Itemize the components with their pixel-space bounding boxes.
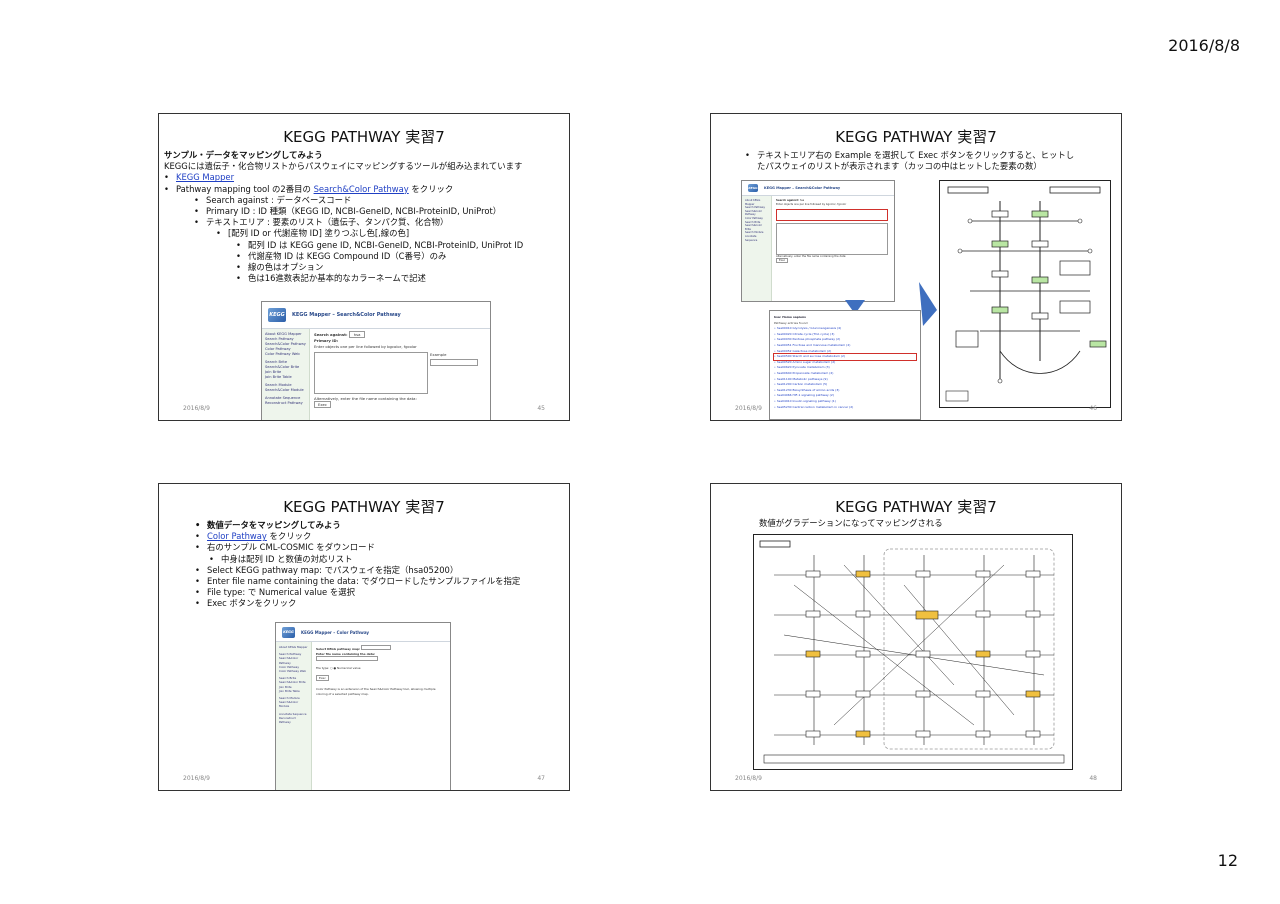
pathway-map-screenshot: [939, 180, 1111, 408]
slide-45: KEGG PATHWAY 実習7 サンプル・データをマッピングしてみよう KEG…: [158, 113, 570, 421]
result-item[interactable]: • hsa00640 Propanoate metabolism (2): [774, 370, 834, 375]
page-date: 2016/8/8: [1168, 36, 1240, 55]
exec-button[interactable]: Exec: [314, 401, 331, 408]
color-pathway-screenshot: KEGG KEGG Mapper – Color Pathway About K…: [275, 622, 451, 790]
list-item: Select KEGG pathway map: でパスウェイを指定（hsa05…: [195, 565, 564, 576]
list-item: 中身は配列 ID と数値の対応リスト: [195, 554, 564, 565]
list-item: Pathway mapping tool の2番目の Search&Color …: [164, 184, 564, 195]
slide-date: 2016/8/9: [735, 775, 762, 782]
pathway-map-graphic: [945, 186, 1107, 402]
pathway-map-graphic: [759, 540, 1065, 764]
highlighted-textarea[interactable]: [776, 209, 888, 221]
slide-title: KEGG PATHWAY 実習7: [835, 128, 997, 146]
result-item[interactable]: • hsa00020 Citrate cycle (TCA cycle) (3): [774, 331, 835, 336]
caption: 数値がグラデーションになってマッピングされる: [759, 518, 943, 528]
list-item: [配列 ID or 代謝産物 ID] 塗りつぶし色[,線の色]: [164, 228, 564, 239]
result-item[interactable]: • hsa04066 HIF-1 signaling pathway (2): [774, 393, 834, 398]
slide-title: KEGG PATHWAY 実習7: [283, 128, 445, 146]
page-number: 12: [1217, 851, 1238, 870]
slide-body: 数値がグラデーションになってマッピングされる: [759, 518, 1116, 529]
example-select[interactable]: [430, 359, 478, 366]
result-item[interactable]: • hsa00620 Pyruvate metabolism (3): [774, 365, 830, 370]
slide-number: 48: [1089, 775, 1097, 782]
list-item-cont: たパスウェイのリストが表示されます（カッコの中はヒットした要素の数）: [757, 161, 1042, 172]
slide-body: テキストエリア右の Example を選択して Exec ボタンをクリックすると…: [745, 150, 1116, 172]
cancer-pathway-map: [753, 534, 1073, 770]
result-item[interactable]: • hsa01230 Biosynthesis of amino acids (…: [774, 387, 840, 392]
search-color-screenshot-small: KEGG KEGG Mapper – Search&Color Pathway …: [741, 180, 895, 302]
slide-number: 47: [537, 775, 545, 782]
mini-sidebar: About KEGG Mapper Search Pathway Search&…: [262, 329, 310, 420]
list-item: Exec ボタンをクリック: [195, 598, 564, 609]
results-screenshot: hsa: Homo sapiens Pathway entries found …: [769, 310, 921, 420]
results-list: • hsa00010 Glycolysis / Gluconeogenesis …: [773, 326, 917, 410]
color-pathway-link[interactable]: Color Pathway: [207, 531, 267, 542]
result-item[interactable]: • hsa05230 Central carbon metabolism in …: [774, 404, 854, 409]
result-item[interactable]: • hsa01100 Metabolic pathways (9): [774, 376, 828, 381]
slide-body: サンプル・データをマッピングしてみよう KEGGには遺伝子・化合物リストからパス…: [164, 150, 564, 284]
list-item: 数値データをマッピングしてみよう: [195, 520, 564, 531]
slide-body: 数値データをマッピングしてみよう Color Pathway をクリック 右のサ…: [195, 520, 564, 610]
slide-number: 45: [537, 405, 545, 412]
list-item: Primary ID : ID 種類（KEGG ID, NCBI-GeneID,…: [164, 206, 564, 217]
list-item: Search against : データベースコード: [164, 195, 564, 206]
result-item[interactable]: • hsa00051 Fructose and mannose metaboli…: [774, 342, 851, 347]
result-item[interactable]: • hsa00500 Starch and sucrose metabolism…: [773, 353, 917, 361]
list-item: File type: で Numerical value を選択: [195, 587, 564, 598]
list-item: テキストエリア : 要素のリスト（遺伝子、タンパク質、化合物）: [164, 217, 564, 228]
search-color-pathway-link[interactable]: Search&Color Pathway: [313, 183, 409, 194]
pathway-select[interactable]: [361, 645, 392, 650]
slide-46: KEGG PATHWAY 実習7 テキストエリア右の Example を選択して…: [710, 113, 1122, 421]
list-item: 配列 ID は KEGG gene ID, NCBI-GeneID, NCBI-…: [164, 240, 564, 251]
objects-textarea[interactable]: [314, 352, 428, 394]
slide-date: 2016/8/9: [183, 775, 210, 782]
kegg-logo: KEGG: [268, 308, 286, 322]
list-item: 代謝産物 ID は KEGG Compound ID（C番号）のみ: [164, 251, 564, 262]
slide-date: 2016/8/9: [183, 405, 210, 412]
search-color-screenshot: KEGG KEGG Mapper – Search&Color Pathway …: [261, 301, 491, 420]
result-item[interactable]: • hsa04910 Insulin signaling pathway (1): [774, 398, 836, 403]
mini-form: Search against: hsa Primary ID: Enter ob…: [314, 331, 486, 408]
section-heading: サンプル・データをマッピングしてみよう: [164, 150, 323, 160]
slide-title: KEGG PATHWAY 実習7: [283, 498, 445, 516]
slide-date: 2016/8/9: [735, 405, 762, 412]
list-item: Enter file name containing the data: でダウ…: [195, 576, 564, 587]
result-item[interactable]: • hsa01200 Carbon metabolism (5): [774, 382, 828, 387]
intro-text: KEGGには遺伝子・化合物リストからパスウェイにマッピングするツールが組み込まれ…: [164, 161, 523, 172]
list-item: 線の色はオプション: [164, 262, 564, 273]
slide-48: KEGG PATHWAY 実習7 数値がグラデーションになってマッピングされる: [710, 483, 1122, 791]
exec-button[interactable]: Exec: [316, 675, 329, 682]
result-item[interactable]: • hsa00030 Pentose phosphate pathway (2): [774, 337, 841, 342]
list-item: 右のサンプル CML-COSMIC をダウンロード: [195, 542, 564, 553]
result-item[interactable]: • hsa00010 Glycolysis / Gluconeogenesis …: [774, 326, 842, 331]
mini-header: KEGG KEGG Mapper – Search&Color Pathway: [262, 302, 490, 329]
slide-title: KEGG PATHWAY 実習7: [835, 498, 997, 516]
file-input[interactable]: [316, 656, 378, 662]
slide-number: 46: [1089, 405, 1097, 412]
slide-47: KEGG PATHWAY 実習7 数値データをマッピングしてみよう Color …: [158, 483, 570, 791]
list-item: テキストエリア右の Example を選択して Exec ボタンをクリックすると…: [745, 150, 1116, 161]
result-item[interactable]: • hsa00520 Amino sugar metabolism (2): [774, 359, 836, 364]
list-item: Color Pathway をクリック: [195, 531, 564, 542]
kegg-mapper-link[interactable]: KEGG Mapper: [176, 172, 235, 183]
result-item[interactable]: • hsa00052 Galactose metabolism (2): [774, 348, 832, 353]
list-item: KEGG Mapper: [164, 172, 564, 183]
list-item: 色は16進数表記か基本的なカラーネームで記述: [164, 273, 564, 284]
right-arrow-icon: [919, 282, 937, 326]
